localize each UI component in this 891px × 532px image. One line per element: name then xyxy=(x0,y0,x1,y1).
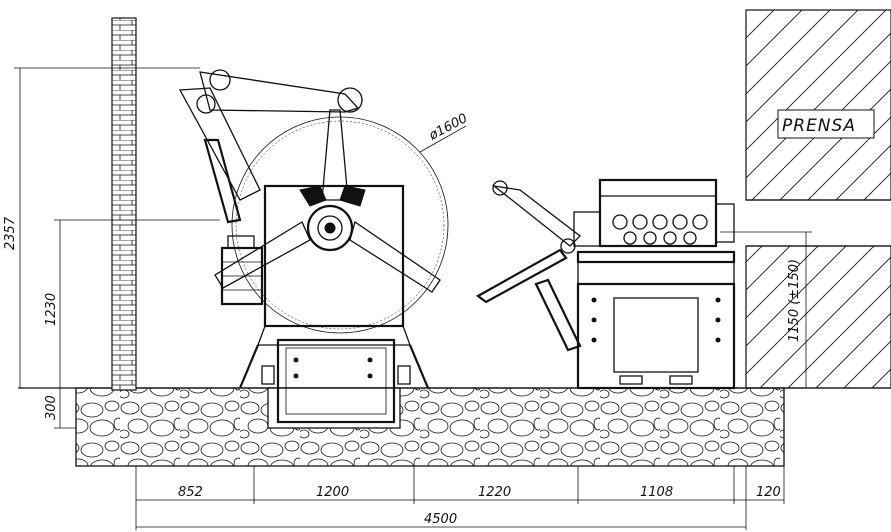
dim-feeder-height: 1150 (±150) xyxy=(787,259,802,342)
dim-segment-1: 852 xyxy=(178,485,203,500)
dim-machine-height: 1230 xyxy=(44,293,59,326)
dim-segment-5: 120 xyxy=(756,485,781,500)
press-label: PRENSA xyxy=(782,116,856,136)
dim-segment-2: 1200 xyxy=(316,485,349,500)
dim-foundation-depth: 300 xyxy=(44,395,59,420)
dim-overall-length: 4500 xyxy=(424,512,457,527)
straightener-feeder xyxy=(475,178,736,390)
press: PRENSA xyxy=(745,9,891,389)
dim-segment-4: 1108 xyxy=(640,485,673,500)
dimension-labels: 2357 1230 300 1150 (±150) 852 1200 1220 … xyxy=(3,216,802,527)
dim-segment-3: 1220 xyxy=(478,485,511,500)
foundation xyxy=(18,387,890,467)
brick-wall xyxy=(111,17,137,391)
decoiler: ø1600 xyxy=(178,69,470,424)
dimension-lines xyxy=(14,67,812,530)
dim-total-height: 2357 xyxy=(3,216,18,250)
